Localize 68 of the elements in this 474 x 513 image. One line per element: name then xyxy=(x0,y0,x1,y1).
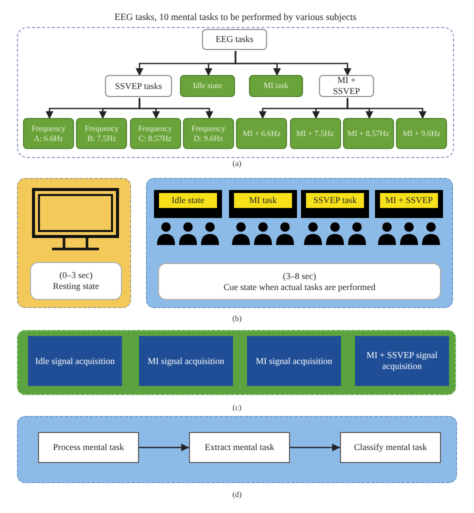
task-box xyxy=(180,75,235,97)
acquisition-box xyxy=(28,336,122,386)
node-text: MI signal acquisition xyxy=(146,356,226,366)
node-text: MI signal acquisition xyxy=(254,356,334,366)
node-text: Extract mental task xyxy=(204,442,276,453)
task-box xyxy=(249,75,303,97)
node-text: Frequency B: 7.5Hz xyxy=(84,124,120,144)
node-text: MI + 8.57Hz xyxy=(346,128,390,138)
text-box xyxy=(30,262,122,300)
node-text: MI + 9.6Hz xyxy=(402,128,442,138)
arrow xyxy=(138,98,214,119)
task-box xyxy=(23,118,74,149)
task-box xyxy=(290,118,340,149)
panel-caption: (d) xyxy=(232,490,242,499)
panel-caption: (c) xyxy=(232,403,242,412)
screen-label xyxy=(234,193,292,208)
panel-title: EEG tasks, 10 mental tasks to be performed by various subjects xyxy=(114,13,358,23)
arrow xyxy=(346,98,426,119)
node-text: MI + SSVEP xyxy=(384,195,434,206)
node-text: Process mental task xyxy=(52,442,125,453)
node-text: MI + SSVEP xyxy=(332,75,361,97)
node-text: Cue state when actual tasks are performed xyxy=(222,282,376,292)
process-box xyxy=(189,432,290,463)
task-box xyxy=(76,118,128,149)
dashed-panel xyxy=(17,178,131,308)
arrow xyxy=(139,444,189,452)
text-box xyxy=(158,263,441,300)
node-text: Frequency D: 9.6Hz xyxy=(190,124,226,144)
dashed-panel xyxy=(146,178,453,308)
process-box xyxy=(38,432,139,463)
node-text: MI + 6.6Hz xyxy=(242,128,282,138)
task-box xyxy=(342,118,394,149)
process-box xyxy=(105,75,172,97)
node-text: Frequency A: 6.6Hz xyxy=(30,124,66,144)
arrow xyxy=(290,444,340,452)
process-box xyxy=(202,29,267,50)
task-box xyxy=(396,118,448,149)
node-text: Frequency C: 8.57Hz xyxy=(137,124,173,144)
node-text: MI task xyxy=(248,195,278,206)
node-text: SSVEP tasks xyxy=(114,80,163,92)
acquisition-box xyxy=(355,336,449,386)
screen-label xyxy=(380,193,438,208)
node-text: Idle signal acquisition xyxy=(34,356,116,366)
task-box xyxy=(130,118,181,149)
node-text: SSVEP task xyxy=(312,195,358,206)
process-box xyxy=(319,75,374,97)
node-text: (0–3 sec) xyxy=(58,270,94,281)
dashed-panel xyxy=(17,330,456,395)
acquisition-box xyxy=(139,336,233,386)
node-text: MI task xyxy=(262,81,290,91)
process-box xyxy=(340,432,441,463)
node-text: (3–8 sec) xyxy=(282,270,318,282)
screen-label xyxy=(159,193,217,208)
arrow xyxy=(234,51,352,76)
node-text: Resting state xyxy=(52,281,100,292)
panel-caption: (a) xyxy=(232,159,242,168)
acquisition-box xyxy=(247,336,341,386)
dashed-panel xyxy=(17,416,457,483)
task-box xyxy=(182,118,234,149)
screen-label xyxy=(306,193,364,208)
node-text: Idle state xyxy=(192,81,224,91)
panel-caption: (b) xyxy=(232,314,242,323)
node-text: MI + 7.5Hz xyxy=(295,128,335,138)
node-text: EEG tasks xyxy=(214,34,254,45)
node-text: MI + SSVEP signal acquisition xyxy=(365,350,438,372)
node-text: Idle state xyxy=(170,195,206,206)
node-text: Classify mental task xyxy=(353,442,428,453)
task-box xyxy=(236,118,288,149)
